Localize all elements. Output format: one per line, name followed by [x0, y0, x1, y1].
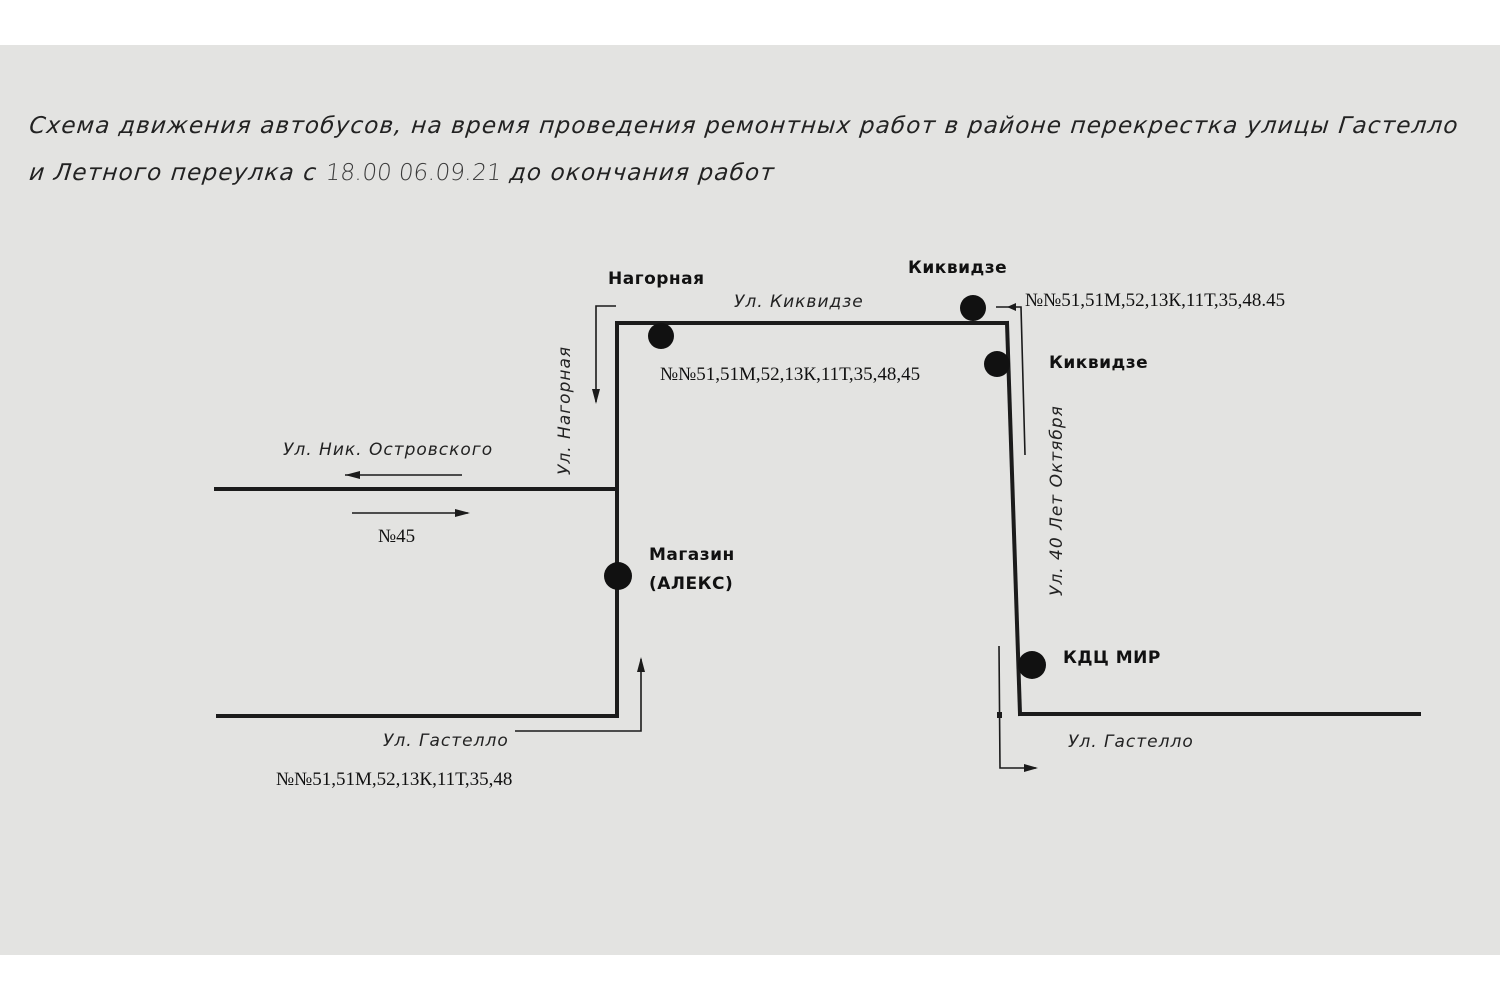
street-label-gastello-right: Ул. Гастелло	[1068, 732, 1194, 752]
arrow-nagornaya-down	[592, 305, 616, 404]
bus-stop-magazin	[604, 562, 632, 590]
bus-stop-kdc-mir	[1018, 651, 1046, 679]
street-label-nagornaya: Ул. Нагорная	[555, 346, 575, 475]
paper-sheet	[0, 45, 1500, 955]
road-40-let-oktyabrya	[1004, 320, 1023, 717]
bus-stop-kikvidze-top	[960, 295, 986, 321]
stop-label-nagornaya: Нагорная	[608, 269, 705, 289]
street-label-40-let-oktyabrya: Ул. 40 Лет Октября	[1047, 405, 1067, 596]
arrow-kikvidze-corner-down	[996, 303, 1026, 456]
arrow-gastello-up	[515, 657, 645, 732]
street-label-kikvidze: Ул. Киквидзе	[734, 292, 864, 312]
arrow-nik-ostrovskogo-west	[345, 471, 462, 479]
routes-top-right: №№51,51М,52,13К,11Т,35,48.45	[1025, 290, 1285, 311]
stop-label-kdc-mir: КДЦ МИР	[1063, 648, 1161, 668]
stop-label-kikvidze-right: Киквидзе	[1049, 353, 1148, 373]
routes-top-center: №№51,51М,52,13К,11Т,35,48,45	[660, 364, 920, 385]
arrow-nik-ostrovskogo-east	[352, 509, 470, 517]
routes-left-45: №45	[378, 526, 415, 547]
bus-stop-nagornaya	[648, 323, 674, 349]
bus-stop-kikvidze-right	[984, 351, 1010, 377]
street-label-nik-ostrovskogo: Ул. Ник. Островского	[283, 440, 493, 460]
street-label-gastello-left: Ул. Гастелло	[383, 731, 509, 751]
routes-bottom-left: №№51,51М,52,13К,11Т,35,48	[276, 769, 512, 790]
stop-label-magazin-line2: (АЛЕКС)	[649, 574, 733, 594]
arrow-gastello-right-east	[997, 645, 1038, 772]
stop-label-kikvidze-top: Киквидзе	[908, 258, 1007, 278]
stop-label-magazin-line1: Магазин	[649, 545, 735, 565]
